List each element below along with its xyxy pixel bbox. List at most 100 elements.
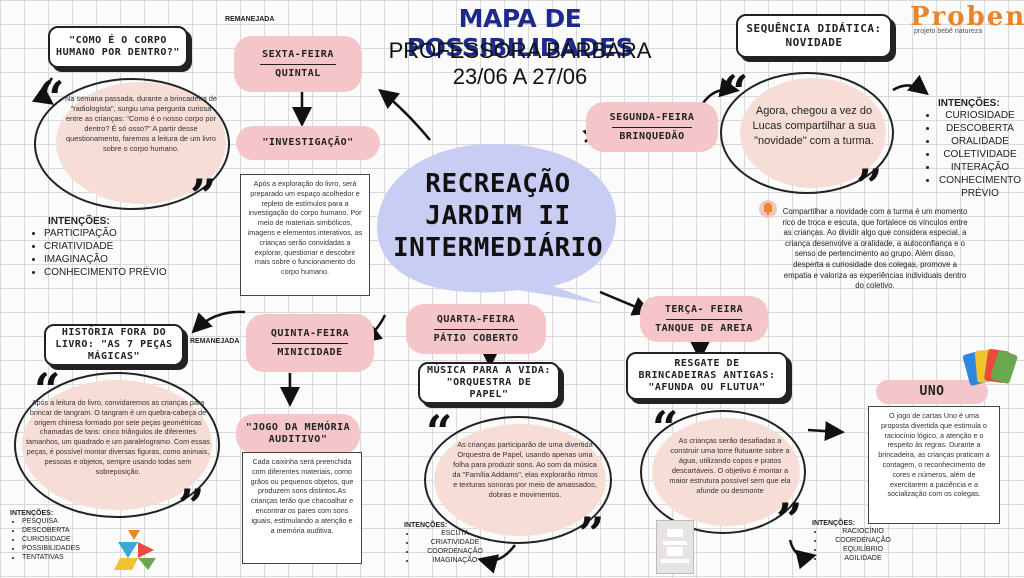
remanejada-tag: REMANEJADA: [190, 338, 240, 345]
segunda-intencoes: INTENÇÕES: CURIOSIDADE DESCOBERTA ORALID…: [922, 98, 1022, 200]
segunda-ring: [720, 72, 894, 194]
list-item: PESQUISA: [22, 517, 100, 526]
uno-title-pill: UNO: [876, 380, 988, 404]
quote-open-icon: “: [652, 401, 679, 455]
center-line3: INTERMEDIÁRIO: [393, 233, 603, 263]
segunda-day: SEGUNDA-FEIRA: [609, 111, 695, 123]
quarta-ring: [424, 416, 612, 544]
arrow-sequencia-to-intencoes: [892, 74, 929, 96]
arrow-sexta-question: [31, 77, 55, 105]
arrow-quinta-to-historia: [191, 310, 246, 334]
quinta-day: QUINTA-FEIRA: [270, 327, 350, 339]
quarta-title-box: MÚSICA PARA A VIDA: "ORQUESTRA DE PAPEL": [418, 362, 560, 404]
tangram-icon: [114, 530, 156, 570]
arrow-center-to-sexta: [378, 88, 431, 141]
list-item: INTERAÇÃO: [938, 161, 1022, 174]
list-item: CONHECIMENTO PRÉVIO: [44, 266, 168, 279]
list-item: POSSIBILIDADES: [22, 544, 100, 553]
sexta-ring: [34, 78, 230, 210]
quote-close-icon: ”: [856, 159, 883, 213]
quarta-title: MÚSICA PARA A VIDA: "ORQUESTRA DE PAPEL": [427, 365, 551, 400]
sexta-activity: "INVESTIGAÇÃO": [262, 137, 354, 148]
quinta-ring: [14, 372, 220, 518]
sexta-activity-pill: "INVESTIGAÇÃO": [236, 126, 380, 160]
intencoes-title: INTENÇÕES:: [938, 98, 1000, 109]
logo: Proben projeto bebê natureza: [910, 2, 1024, 35]
segunda-place: BRINQUEDÃO: [619, 130, 685, 142]
terca-title-box: RESGATE DE BRINCADEIRAS ANTIGAS: "AFUNDA…: [626, 352, 788, 400]
arrow-resgate-to-uno: [807, 421, 845, 442]
list-item: COLETIVIDADE: [938, 148, 1022, 161]
quote-close-icon: ”: [578, 507, 605, 561]
terca-title: RESGATE DE BRINCADEIRAS ANTIGAS: "AFUNDA…: [638, 358, 776, 393]
list-item: ORALIDADE: [938, 135, 1022, 148]
intencoes-list: PESQUISA DESCOBERTA CURIOSIDADE POSSIBIL…: [10, 517, 100, 562]
list-item: COORDENAÇÃO: [416, 547, 494, 556]
quarta-place: PÁTIO COBERTO: [433, 332, 519, 344]
quote-open-icon: “: [426, 405, 453, 459]
quinta-title-box: HISTÓRIA FORA DO LIVRO: "AS 7 PEÇAS MÁGI…: [44, 324, 184, 366]
list-item: CONHECIMENTO PRÉVIO: [938, 174, 1022, 200]
cups-photo: [656, 520, 694, 574]
terca-day: TERÇA- FEIRA: [664, 303, 744, 315]
quinta-intencoes: INTENÇÕES: PESQUISA DESCOBERTA CURIOSIDA…: [10, 510, 100, 562]
quote-open-icon: “: [38, 71, 65, 125]
quarta-day: QUARTA-FEIRA: [436, 313, 516, 325]
segunda-quote: Agora, chegou a vez do Lucas compartilha…: [752, 105, 876, 147]
list-item: TENTATIVAS: [22, 553, 100, 562]
quinta-title: HISTÓRIA FORA DO LIVRO: "AS 7 PEÇAS MÁGI…: [55, 327, 173, 362]
sexta-story: Na semana passada, durante a brincadeira…: [64, 94, 218, 153]
divider: [259, 63, 337, 65]
terca-desc: As crianças serão desafiadas a construir…: [669, 436, 791, 495]
intencoes-title: INTENÇÕES:: [48, 216, 110, 227]
quote-open-icon: “: [722, 65, 749, 119]
page-subtitle: PROFESSORA BÁRBARA: [388, 38, 652, 63]
segunda-title: SEQUÊNCIA DIDÁTICA: NOVIDADE: [746, 22, 882, 49]
center-title: RECREAÇÃO JARDIM II INTERMEDIÁRIO: [378, 168, 618, 264]
sexta-day-pill: SEXTA-FEIRA QUINTAL: [234, 36, 362, 92]
intencoes-list: ESCUTA CRIATIVIDADE COORDENAÇÃO IMAGINAÇ…: [404, 529, 494, 565]
sexta-desc-card: Após a exploração do livro, será prepara…: [240, 174, 370, 296]
uno-desc-card: O jogo de cartas Uno é uma proposta dive…: [868, 406, 1000, 524]
uno-title: UNO: [919, 384, 945, 399]
sexta-day: SEXTA-FEIRA: [262, 48, 334, 60]
segunda-blob: [740, 78, 886, 188]
logo-tagline: projeto bebê natureza: [914, 28, 983, 35]
intencoes-title: INTENÇÕES:: [10, 510, 54, 517]
list-item: DESCOBERTA: [938, 122, 1022, 135]
divider: [665, 318, 743, 320]
list-item: RACIOCÍNIO: [824, 527, 902, 536]
sexta-question-box: "COMO É O CORPO HUMANO POR DENTRO?": [48, 26, 188, 68]
quinta-story: Após a leitura do livro, convidaremos as…: [26, 398, 210, 476]
intencoes-list: PARTICIPAÇÃO CRIATIVIDADE IMAGINAÇÃO CON…: [28, 227, 168, 279]
terca-place: TANQUE DE AREIA: [655, 322, 753, 334]
center-line2: JARDIM II: [425, 201, 571, 231]
divider: [612, 126, 692, 128]
terca-day-pill: TERÇA- FEIRA TANQUE DE AREIA: [640, 296, 768, 342]
quinta-desc-card: Cada caixinha será preenchida com difere…: [242, 452, 362, 564]
page-title: MAPA DE POSSIBILIDADES: [406, 4, 634, 62]
bell-icon: [758, 198, 778, 218]
list-item: ESCUTA: [416, 529, 494, 538]
list-item: CRIATIVIDADE: [44, 240, 168, 253]
list-item: DESCOBERTA: [22, 526, 100, 535]
quote-close-icon: ”: [776, 493, 803, 547]
segunda-day-pill: SEGUNDA-FEIRA BRINQUEDÃO: [586, 102, 718, 152]
quinta-day-pill: QUINTA-FEIRA MINICIDADE: [246, 314, 374, 372]
quote-open-icon: “: [34, 363, 61, 417]
logo-name: Proben: [910, 2, 1024, 32]
list-item: EQUILÍBRIO: [824, 545, 902, 554]
quote-close-icon: ”: [190, 169, 217, 223]
quinta-activity-pill: "JOGO DA MEMÓRIA AUDITIVO": [236, 414, 360, 454]
list-item: COORDENAÇÃO: [824, 536, 902, 545]
quarta-intencoes: INTENÇÕES: ESCUTA CRIATIVIDADE COORDENAÇ…: [404, 522, 494, 565]
list-item: CRIATIVIDADE: [416, 538, 494, 547]
segunda-desc: Compartilhar a novidade com a turma é um…: [782, 207, 968, 291]
sexta-place: QUINTAL: [275, 67, 321, 79]
sexta-question: "COMO É O CORPO HUMANO POR DENTRO?": [56, 35, 180, 58]
quarta-day-pill: QUARTA-FEIRA PÁTIO COBERTO: [406, 304, 546, 354]
terca-blob: [652, 418, 800, 526]
segunda-title-box: SEQUÊNCIA DIDÁTICA: NOVIDADE: [736, 14, 892, 58]
list-item: IMAGINAÇÃO: [44, 253, 168, 266]
